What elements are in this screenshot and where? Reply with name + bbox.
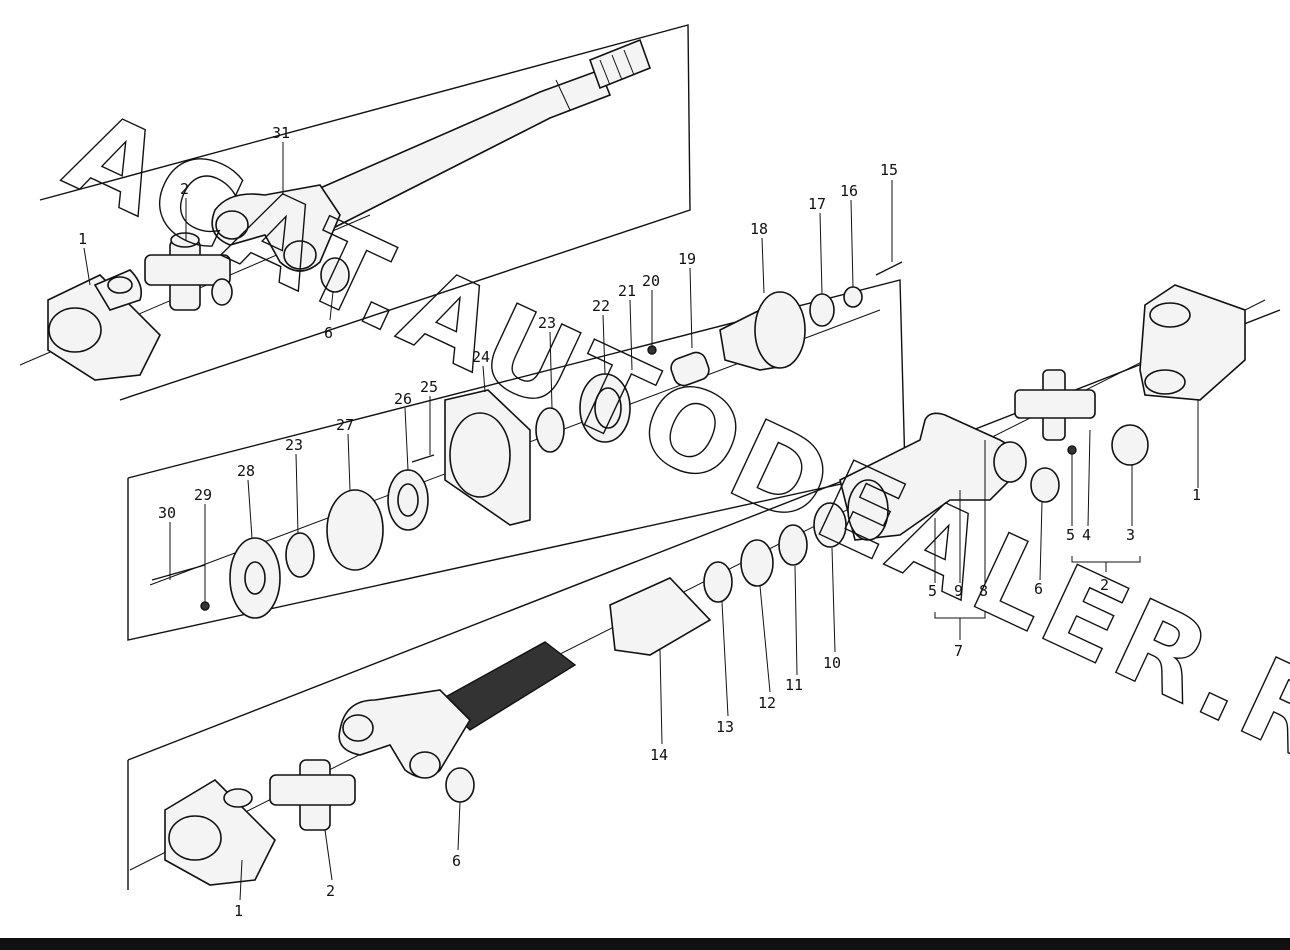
- top-yoke-hole-1: [215, 210, 249, 240]
- callout-24: 24: [472, 348, 490, 366]
- part-27-housing: [326, 489, 384, 571]
- callout-26: 26: [394, 390, 412, 408]
- top-flange-yoke: [47, 269, 161, 381]
- callout-25: 25: [420, 378, 438, 396]
- callout-2-right: 2: [1100, 576, 1109, 594]
- middle-parts: [151, 261, 903, 619]
- callout-6-bottom: 6: [452, 852, 461, 870]
- top-snap-ring: [320, 257, 350, 293]
- callout-28: 28: [237, 462, 255, 480]
- part-17-washer: [809, 293, 835, 327]
- part-23b-seal: [285, 532, 315, 578]
- part-29-nut: [200, 601, 210, 611]
- part-23a-seal: [535, 407, 565, 453]
- callout-6-top: 6: [324, 324, 333, 342]
- callout-1-top-left: 1: [78, 230, 87, 248]
- right-parts: [609, 284, 1246, 656]
- top-flange-bore: [48, 307, 102, 353]
- callout-12: 12: [758, 694, 776, 712]
- callout-3: 3: [1126, 526, 1135, 544]
- callout-11: 11: [785, 676, 803, 694]
- slip-yoke-spline: [847, 479, 889, 541]
- callout-27: 27: [336, 416, 354, 434]
- callout-29: 29: [194, 486, 212, 504]
- part-14-boot: [609, 577, 712, 656]
- callout-30: 30: [158, 504, 176, 522]
- callout-18: 18: [750, 220, 768, 238]
- callout-1-right: 1: [1192, 486, 1201, 504]
- top-cross-joint: [144, 232, 233, 311]
- part-10-ring: [813, 502, 847, 548]
- top-shaft: [268, 38, 652, 252]
- callout-15: 15: [880, 161, 898, 179]
- callout-2-top: 2: [180, 180, 189, 198]
- callout-4: 4: [1082, 526, 1091, 544]
- part-18-flange: [754, 291, 806, 369]
- part-15-bolt: [875, 261, 903, 276]
- callout-8: 8: [979, 582, 988, 600]
- part-5a-nipple: [1067, 445, 1077, 455]
- callout-5-a: 5: [1066, 526, 1075, 544]
- callout-17: 17: [808, 195, 826, 213]
- top-frame: [39, 24, 691, 401]
- part-12-ring: [740, 539, 774, 587]
- top-yoke-hole-2: [283, 240, 317, 270]
- part-19-bushing: [670, 351, 710, 387]
- bottom-parts: [164, 641, 577, 886]
- callout-13: 13: [716, 718, 734, 736]
- bottom-cross-horizontal: [269, 774, 356, 806]
- top-cross-horizontal: [144, 254, 231, 286]
- leader-lines: [83, 142, 1199, 901]
- part-13-ring: [703, 561, 733, 603]
- callout-22: 22: [592, 297, 610, 315]
- part-16-nut: [843, 286, 863, 308]
- callout-23-a: 23: [538, 314, 556, 332]
- callout-31: 31: [272, 124, 290, 142]
- callout-9: 9: [954, 582, 963, 600]
- bottom-snap-ring: [445, 767, 475, 803]
- callout-1-bottom: 1: [234, 902, 243, 920]
- callout-6-mid: 6: [1034, 580, 1043, 598]
- top-shaft-spline: [588, 38, 652, 90]
- callout-14: 14: [650, 746, 668, 764]
- callout-5-b: 5: [928, 582, 937, 600]
- part-3-cap: [1111, 424, 1149, 466]
- top-yoke: [211, 184, 341, 272]
- part-30-bolt: [151, 564, 206, 581]
- callout-10: 10: [823, 654, 841, 672]
- callout-23-b: 23: [285, 436, 303, 454]
- callout-7: 7: [954, 642, 963, 660]
- top-flange-plate: [47, 274, 161, 381]
- callout-20: 20: [642, 272, 660, 290]
- bottom-border-bar: [0, 938, 1290, 950]
- mid-snap-ring: [1030, 467, 1060, 503]
- part-11-ring: [778, 524, 808, 566]
- part-25-screw: [411, 454, 435, 463]
- callout-16: 16: [840, 182, 858, 200]
- callout-numbers: 1 2 31 6 15 16 17 18 19 20 21 22 23 24 2…: [78, 124, 1201, 920]
- callout-19: 19: [678, 250, 696, 268]
- callout-21: 21: [618, 282, 636, 300]
- callout-2-bottom: 2: [326, 882, 335, 900]
- right-cross-horizontal: [1014, 389, 1096, 419]
- bottom-frame-top: [127, 309, 1281, 761]
